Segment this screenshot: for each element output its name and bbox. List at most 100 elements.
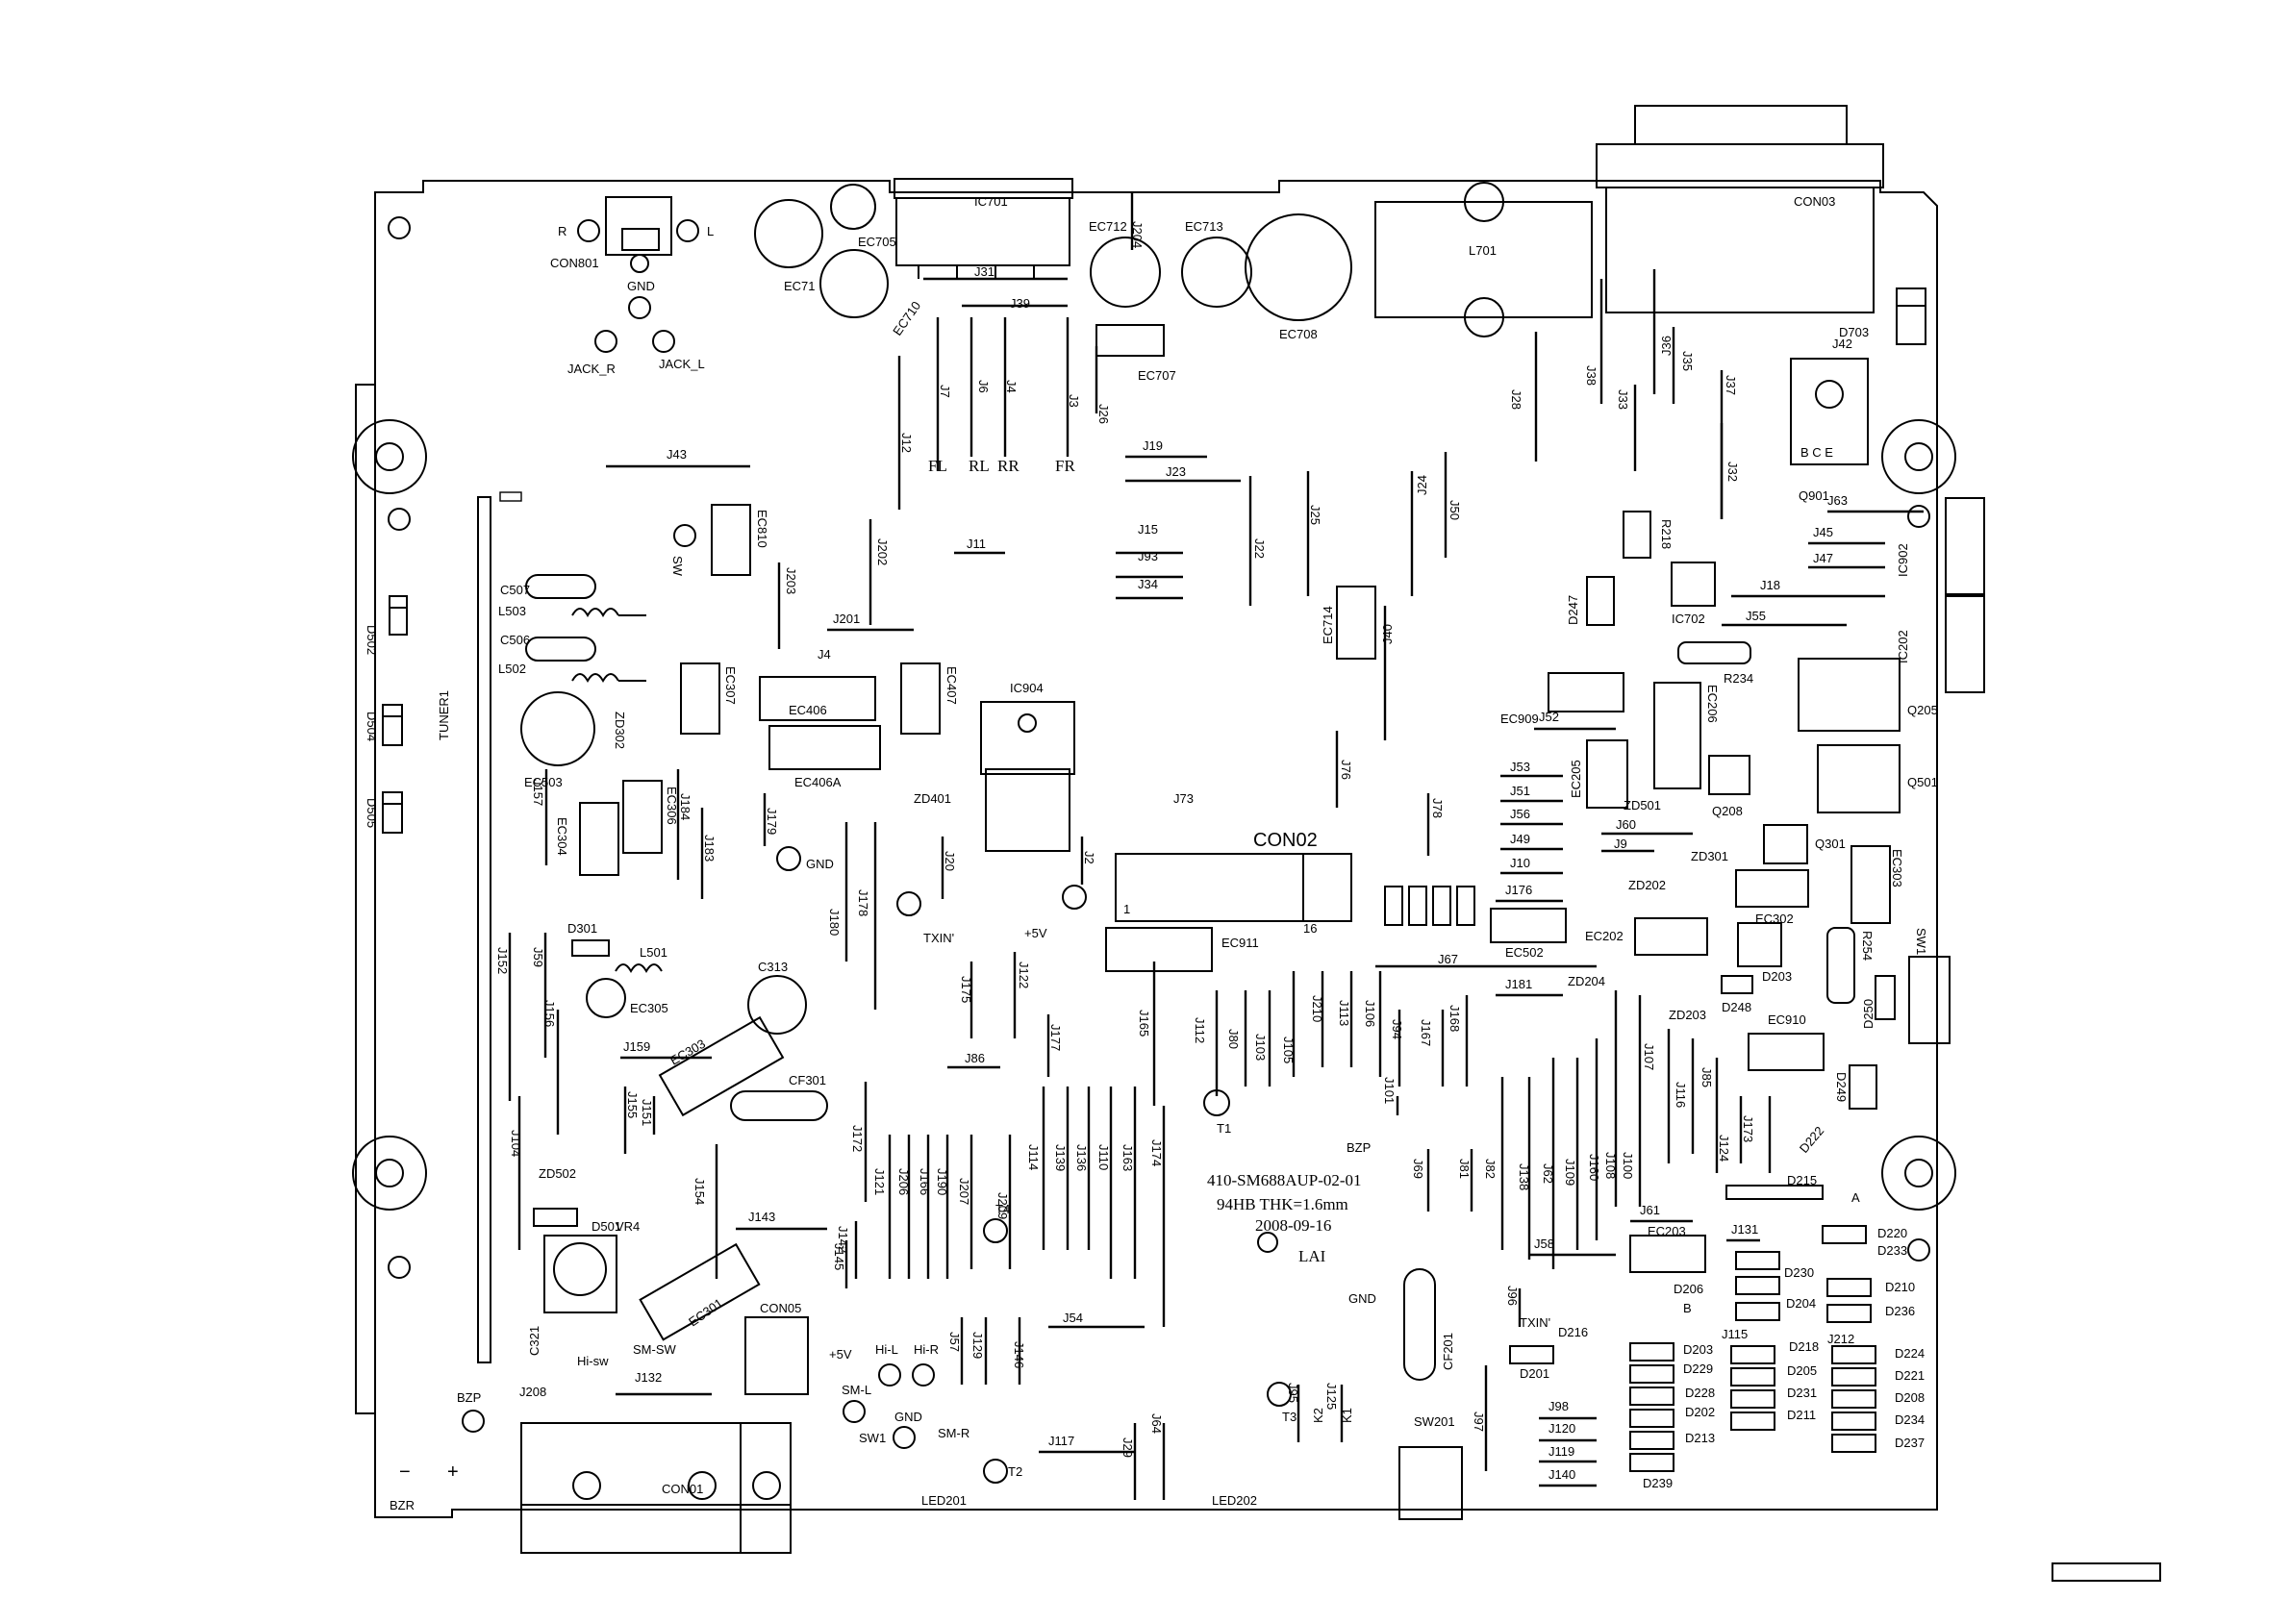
- ic202-package: [1945, 595, 1985, 693]
- jumper-j104: J104: [509, 1096, 523, 1250]
- capacitor-ec911: [1105, 927, 1213, 972]
- j115-label: J115: [1722, 1327, 1748, 1341]
- capacitor-c313: [747, 975, 807, 1035]
- ic701-package: [894, 178, 1073, 279]
- jumper-label: J67: [1438, 952, 1458, 966]
- ec305-label: EC305: [630, 1001, 668, 1015]
- diode-d001: [1384, 886, 1403, 926]
- transistor-q501: [1817, 744, 1901, 813]
- txin-label: TXIN': [923, 931, 954, 945]
- t4-label: T4: [995, 1202, 1010, 1216]
- jumper-j96: J96: [1505, 1286, 1522, 1327]
- zd301-label: ZD301: [1691, 849, 1728, 863]
- ec713-label: EC713: [1185, 219, 1223, 234]
- svg-text:D505: D505: [365, 798, 379, 828]
- jumper-j168: J168: [1448, 995, 1469, 1087]
- ec710-label: EC710: [890, 299, 923, 338]
- diode-label-d221: D221: [1895, 1368, 1925, 1383]
- diode-d215: [1725, 1185, 1824, 1200]
- transistor-q301: [1763, 824, 1808, 864]
- jumper-j63: J63: [1827, 493, 1924, 513]
- jumper-label: J114: [1026, 1144, 1041, 1170]
- jumper-j107: J107: [1642, 1029, 1671, 1163]
- jumper-label: J54: [1063, 1311, 1083, 1325]
- ec205-label: EC205: [1569, 760, 1583, 798]
- jumper-label: J104: [509, 1130, 523, 1157]
- jumper-j12: J12: [897, 356, 914, 510]
- jumper-j33: J33: [1616, 385, 1637, 471]
- jumper-label: J154: [692, 1178, 707, 1205]
- jumper-j100: J100: [1621, 995, 1642, 1207]
- capacitor-ec713: [1181, 237, 1252, 308]
- capacitor-ec810: [711, 504, 751, 576]
- capacitor-ec707: [1095, 324, 1165, 357]
- hi-r-label: Hi-R: [914, 1342, 939, 1357]
- jumper-label: J146: [1012, 1341, 1026, 1368]
- jumper-label: J80: [1226, 1029, 1241, 1049]
- jumper-label: J143: [748, 1210, 775, 1224]
- jumper-j155: J155: [623, 1087, 640, 1154]
- jumper-j36: J36: [1652, 269, 1674, 394]
- pad-plus5v: [1062, 885, 1087, 910]
- jumper-label: J23: [1166, 464, 1186, 479]
- jumper-j145: J145: [832, 1240, 848, 1288]
- capacitor-ec712: [1090, 237, 1161, 308]
- capacitor-ec909: [1548, 672, 1624, 712]
- diode-d249: [1849, 1064, 1877, 1110]
- ec714-label: EC714: [1321, 606, 1335, 644]
- con801-connector: [577, 196, 699, 353]
- inductor-l502: [525, 637, 646, 684]
- diode-label-d205: D205: [1787, 1363, 1817, 1378]
- tuner1-label: TUNER1: [437, 690, 451, 740]
- jumper-j95: J95: [1286, 1383, 1300, 1442]
- jumper-label: J11: [967, 537, 986, 551]
- inductor-l701: [1374, 182, 1593, 337]
- board-notch-left: [355, 384, 375, 1414]
- bzp-label: BZP: [457, 1390, 481, 1405]
- diode-label-d234: D234: [1895, 1412, 1925, 1427]
- tuner-strip: [477, 496, 491, 1363]
- jumper-j29: J29: [1120, 1423, 1137, 1500]
- svg-text:D504: D504: [365, 712, 379, 741]
- ic904-label: IC904: [1010, 681, 1044, 695]
- jumper-label: J125: [1324, 1383, 1339, 1410]
- transistor-q901: [1790, 358, 1869, 465]
- q901-bce-label: B C E: [1800, 445, 1833, 460]
- jumper-label: J86: [965, 1051, 985, 1065]
- jumper-label: J15: [1138, 522, 1158, 537]
- pad-txin: [896, 891, 921, 916]
- diode-d502: D502: [365, 595, 408, 655]
- zd203-label: ZD203: [1669, 1008, 1706, 1022]
- capacitor-ec714: [1336, 586, 1376, 660]
- diode-label-d220: D220: [1877, 1226, 1907, 1240]
- jumper-label: J203: [784, 567, 798, 594]
- led202-label: LED202: [1212, 1493, 1257, 1508]
- jumper-label: J131: [1731, 1222, 1758, 1237]
- jumper-label: J38: [1584, 365, 1599, 386]
- d215-a-label: A: [1851, 1190, 1860, 1205]
- jumper-label: J55: [1746, 609, 1766, 623]
- jumper-label: J119: [1548, 1444, 1574, 1459]
- jumper-j131: J131: [1726, 1222, 1760, 1242]
- jumper-j201: J201: [827, 612, 914, 632]
- ec503-label: EC503: [524, 775, 563, 789]
- ec407-label: EC407: [944, 666, 959, 705]
- jumper-j56: J56: [1500, 807, 1563, 826]
- ec705-label: EC705: [858, 235, 896, 249]
- capacitor-ec302: [1735, 869, 1809, 908]
- d249-label: D249: [1834, 1072, 1849, 1102]
- jumper-j2: J2: [1080, 837, 1096, 885]
- jumper-label: J63: [1827, 493, 1848, 508]
- jumper-label: J159: [623, 1039, 650, 1054]
- jumper-j166: J166: [918, 1135, 932, 1279]
- q301-label: Q301: [1815, 837, 1846, 851]
- jumper-label: J85: [1699, 1067, 1714, 1087]
- jumper-j120: J120: [1539, 1421, 1597, 1442]
- pad-hi-r: [912, 1363, 935, 1387]
- jumper-j101: J101: [1382, 1077, 1399, 1115]
- jumper-label: J7: [938, 385, 952, 398]
- jumper-label: J116: [1674, 1082, 1688, 1108]
- ic904-package: [980, 701, 1075, 852]
- jumper-label: J122: [1017, 962, 1031, 988]
- jumper-label: J103: [1253, 1034, 1268, 1061]
